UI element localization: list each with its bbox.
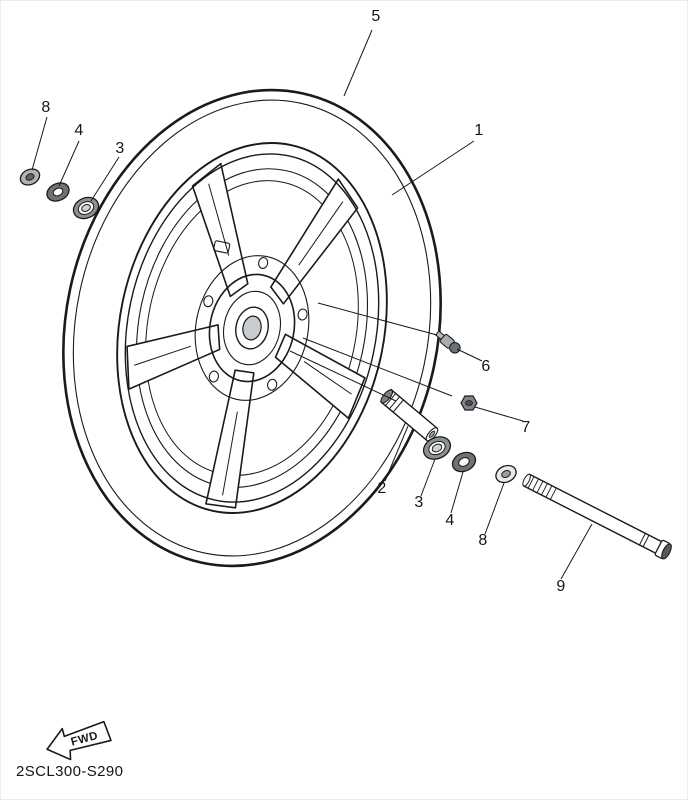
leader-9: [560, 523, 593, 580]
spoke: [205, 369, 255, 509]
collar-lower: [495, 464, 517, 484]
leader-4-lower: [450, 471, 464, 514]
hub-bolt-holes: [203, 256, 308, 391]
spoke: [274, 333, 366, 420]
leader-8-lower: [484, 482, 505, 535]
spoke-detail-mark: [213, 240, 231, 254]
leader-3-upper: [90, 156, 120, 202]
axle-threads: [527, 476, 557, 500]
callout-8-lower: 8: [478, 532, 488, 549]
hub-bore: [242, 315, 262, 341]
leader-7: [474, 406, 524, 422]
callout-8-upper: 8: [41, 99, 51, 116]
leader-1: [391, 140, 475, 196]
wheel-axle: [522, 473, 672, 560]
wheel-hub: [194, 255, 310, 401]
leader-lines: [31, 29, 593, 580]
spoke: [126, 324, 221, 390]
bearing-lower: [422, 436, 452, 460]
callout-3-upper: 3: [115, 140, 125, 157]
leader-5: [343, 29, 373, 97]
callout-3-lower: 3: [414, 494, 424, 511]
hub-bore-outer: [235, 306, 269, 350]
leader-2: [384, 425, 409, 482]
tire-outer: [62, 88, 442, 568]
callout-9: 9: [556, 578, 566, 595]
diagram-code: 2SCL300-S290: [16, 763, 124, 780]
callout-4-upper: 4: [74, 122, 84, 139]
spoke-ridges: [134, 183, 352, 496]
spacer-tube: [379, 388, 439, 442]
callout-2: 2: [377, 480, 387, 497]
leader-hub-to-valve: [317, 302, 438, 336]
leader-8-upper: [31, 116, 48, 171]
leader-6: [456, 348, 483, 362]
oil-seal-lower: [451, 451, 477, 473]
wheel-spokes: [126, 162, 366, 509]
leader-3-lower: [420, 458, 436, 497]
spoke: [191, 162, 249, 298]
fwd-arrow: FWD: [46, 720, 112, 761]
callout-7: 7: [521, 419, 531, 436]
hub-outer: [208, 273, 296, 383]
collar-upper: [19, 168, 41, 186]
rim-lip: [124, 153, 380, 503]
callout-5: 5: [371, 8, 381, 25]
nut: [460, 395, 478, 411]
hub-mid: [223, 290, 281, 366]
bearing-upper: [72, 196, 100, 220]
callout-6: 6: [481, 358, 491, 375]
spoke: [270, 178, 359, 305]
valve: [434, 330, 461, 354]
front-wheel: [62, 88, 442, 568]
leader-hub-to-spacer: [289, 350, 397, 402]
oil-seal-upper: [46, 182, 70, 202]
fwd-arrow-shape: [46, 720, 112, 761]
tire-tread-line: [72, 99, 432, 557]
callout-1: 1: [474, 122, 484, 139]
tire-sidewall-inner: [116, 142, 388, 514]
callout-4-lower: 4: [445, 512, 455, 529]
leader-hub-to-nut: [302, 337, 453, 397]
leader-4-upper: [58, 140, 80, 187]
